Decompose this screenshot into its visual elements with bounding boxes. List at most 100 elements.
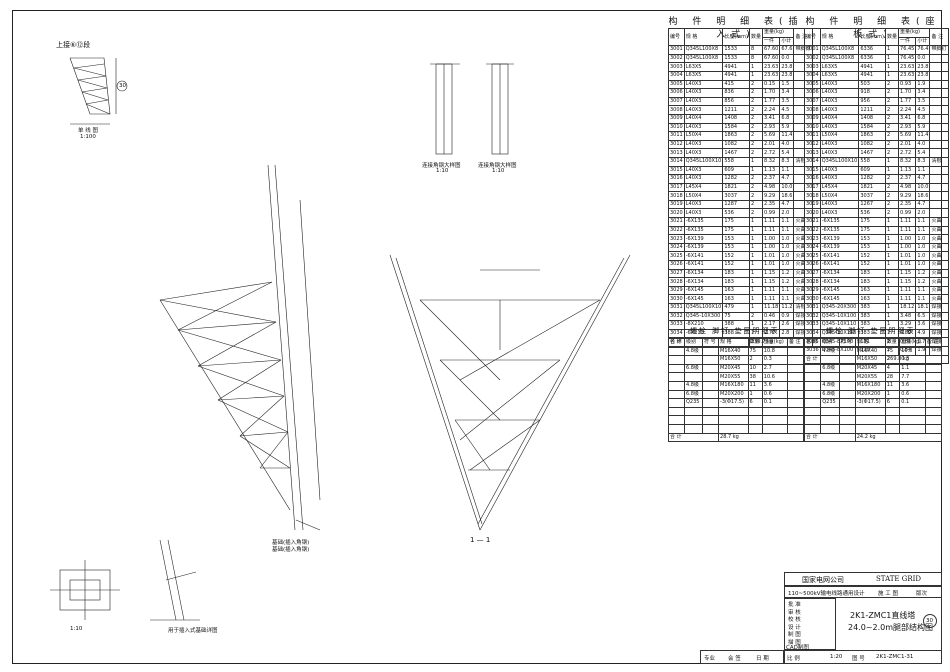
table-cell: 1.11: [762, 294, 781, 304]
table-cell: 4.7: [915, 174, 931, 184]
group-cell: [668, 372, 685, 382]
table-cell: [929, 79, 949, 90]
table-cell: 2: [748, 122, 764, 133]
table-cell: 175: [858, 217, 886, 227]
table-cell: 3024: [804, 242, 821, 253]
total-value: 28.7 kg: [718, 432, 804, 443]
blank-cell: [899, 423, 926, 434]
table-cell: 1: [748, 242, 764, 253]
table-cell: 1: [884, 242, 900, 253]
table-cell: L40X3: [819, 88, 860, 98]
table-cell: 火曲: [929, 217, 949, 227]
table-cell: 2: [748, 148, 764, 158]
table-cell: 175: [722, 217, 750, 227]
table-cell: [929, 208, 949, 219]
table-cell: 1467: [722, 148, 750, 158]
blank-cell: [718, 423, 749, 434]
table-cell: 8.3: [915, 156, 931, 167]
header-cell: 符 号: [702, 338, 720, 348]
table-cell: 183: [722, 268, 750, 279]
table-cell: 火曲: [929, 285, 949, 296]
detail-angle-2: [486, 63, 514, 155]
header-cell: 一件: [898, 36, 917, 47]
title-block-header: [784, 572, 942, 586]
table-cell: 479: [722, 303, 750, 313]
table-cell: 1: [748, 217, 764, 227]
table-cell: 3.48: [898, 311, 917, 322]
table-cell: 2: [884, 208, 900, 219]
leg-title: 上接⑥⑫段: [56, 41, 91, 49]
table-cell: 1863: [858, 131, 886, 141]
table-cell: 5.69: [898, 131, 917, 141]
table-cell: 1: [884, 234, 900, 244]
grade-cell: 6.8级: [683, 389, 704, 400]
header-cell: 编号: [668, 27, 685, 47]
table-cell: 焊接: [929, 303, 949, 313]
grade-cell: [820, 372, 840, 382]
table-cell: 10.0: [915, 182, 931, 193]
total-value: 24.2 kg: [854, 432, 943, 443]
table-cell: 2: [748, 113, 764, 124]
blank-cell: [747, 415, 763, 425]
blank-cell: [884, 406, 901, 417]
spec-cell: M16X180: [718, 380, 749, 391]
table-cell: 2: [748, 182, 764, 193]
table-cell: 4941: [722, 62, 750, 72]
table-cell: 3.6: [915, 320, 931, 330]
table-cell: 3025: [668, 251, 685, 262]
bottom-left-detail: [50, 560, 120, 620]
table-cell: 23.8: [915, 70, 931, 81]
spec-cell: M20X45: [854, 363, 886, 374]
table-cell: 1082: [858, 139, 886, 150]
group-cell: [803, 398, 822, 408]
qty-cell: 1: [747, 389, 763, 400]
table-cell: [929, 199, 949, 210]
drawing-number-circle-text: 30: [926, 618, 933, 624]
note-cell: [786, 363, 805, 374]
table-cell: 1: [748, 260, 764, 270]
table-cell: 1.13: [762, 165, 781, 176]
table-cell: 1.77: [762, 96, 781, 107]
table-cell: 3005: [804, 79, 821, 90]
weight-cell: 2.7: [761, 363, 788, 374]
table-cell: 3037: [858, 191, 886, 201]
signature-row-label: 设 计: [788, 624, 801, 631]
table-cell: 383: [858, 303, 886, 313]
table-cell: L63X5: [819, 62, 860, 72]
single-view-scale: 1:100: [80, 134, 96, 140]
table-cell: 3003: [668, 62, 685, 72]
table-cell: 3.4: [779, 88, 795, 98]
table-cell: 1287: [722, 199, 750, 210]
signature-row-label: 制 图: [788, 632, 801, 639]
countersign-3: 日 期: [756, 656, 769, 662]
table-cell: 918: [858, 88, 886, 98]
table-cell: 1: [748, 62, 764, 72]
table-cell: [929, 191, 949, 201]
table-cell: 3031: [804, 303, 821, 313]
header-cell: 规 格: [819, 27, 860, 47]
table-cell: 3022: [668, 225, 685, 236]
table-cell: 2.35: [898, 199, 917, 210]
table-cell: L63X5: [683, 70, 724, 81]
blank-cell: [924, 406, 943, 417]
table-cell: 清根: [929, 156, 949, 167]
table-cell: 1.11: [898, 294, 917, 304]
table-cell: L63X5: [683, 62, 724, 72]
blank-cell: [924, 423, 943, 434]
group-cell: [668, 398, 685, 408]
table-cell: 1.0: [779, 251, 795, 262]
header-cell: 重量(kg): [899, 338, 926, 348]
header-cell: 符 号: [838, 338, 856, 348]
table-cell: 2.35: [762, 199, 781, 210]
signature-row-label: 批 准: [788, 602, 801, 608]
